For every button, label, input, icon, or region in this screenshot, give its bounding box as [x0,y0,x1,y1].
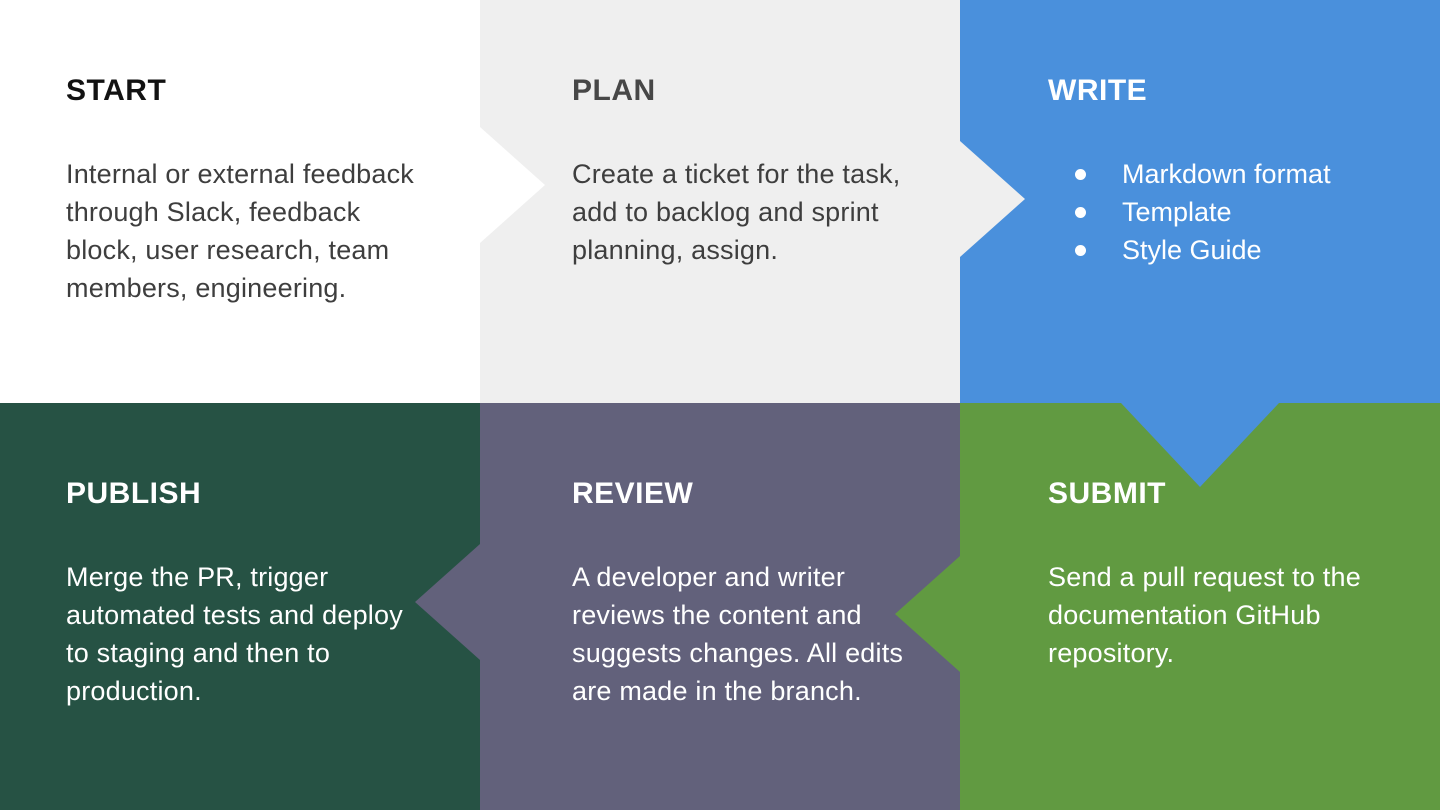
step-title-start: START [66,74,167,107]
step-title-review: REVIEW [572,477,694,510]
step-description-start: Internal or external feedback through Sl… [66,158,415,303]
bullet-icon [1075,168,1086,180]
step-panel-write: WRITE Markdown format Template Style Gui… [960,0,1440,403]
step-panel-start: START Internal or external feedback thro… [0,0,480,403]
list-item: Markdown format [1048,155,1400,193]
bullet-icon [1075,244,1086,256]
bullet-label: Style Guide [1122,234,1262,265]
step-panel-review: REVIEW A developer and writer reviews th… [480,403,960,810]
step-title-submit: SUBMIT [1048,477,1166,510]
step-description-plan: Create a ticket for the task, add to bac… [572,158,901,265]
step-panel-publish: PUBLISH Merge the PR, trigger automated … [0,403,480,810]
list-item: Template [1048,193,1400,231]
step-title-write: WRITE [1048,74,1148,107]
step-description-review: A developer and writer reviews the conte… [572,561,904,706]
step-title-publish: PUBLISH [66,477,202,510]
step-description-publish: Merge the PR, trigger automated tests an… [66,561,403,706]
step-title-plan: PLAN [572,74,656,107]
step-description-submit: Send a pull request to the documentation… [1048,561,1361,668]
bullet-icon [1075,206,1086,218]
list-item: Style Guide [1048,231,1400,269]
bullet-label: Markdown format [1122,158,1331,189]
step-panel-plan: PLAN Create a ticket for the task, add t… [480,0,960,403]
write-bullet-list: Markdown format Template Style Guide [1048,155,1400,269]
bullet-label: Template [1122,196,1232,227]
